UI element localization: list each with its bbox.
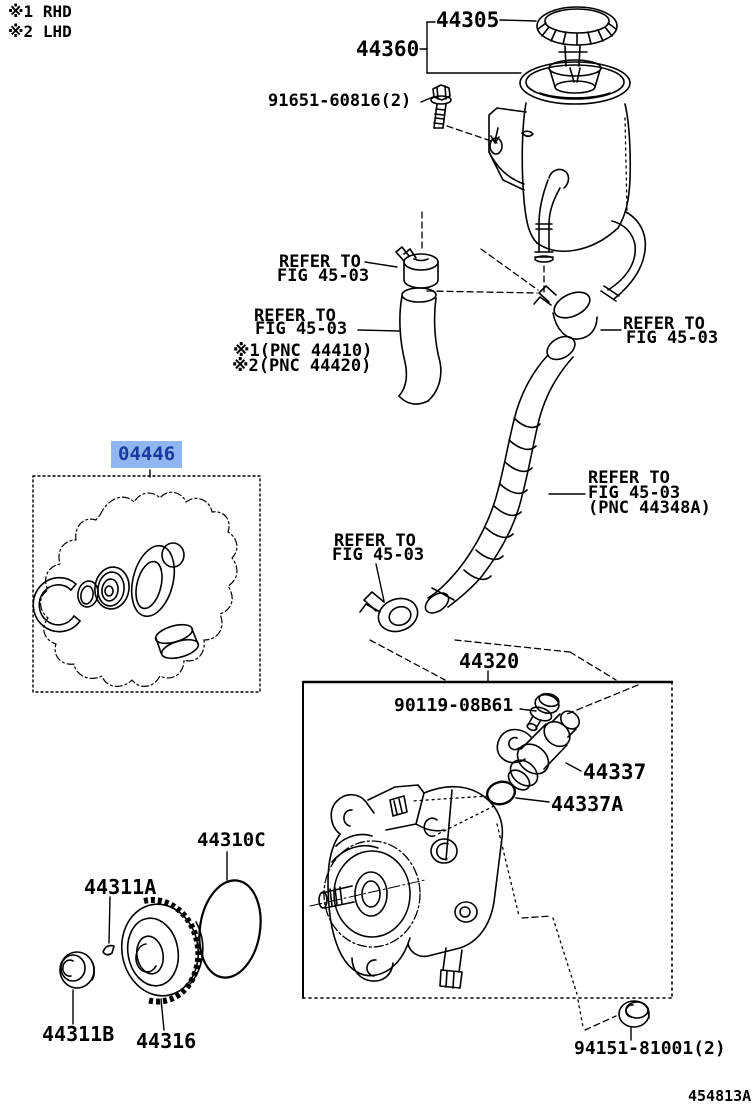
return-hose-drawing[interactable] — [398, 287, 442, 405]
kit-ball-drawing — [161, 542, 185, 568]
reservoir-drawing[interactable] — [488, 59, 647, 302]
refer-suction-hose-line2[interactable]: FIG 45-03 — [588, 483, 681, 503]
suction-hose-drawing[interactable] — [422, 332, 579, 617]
legend-note-lhd: ※2 LHD — [8, 22, 72, 41]
leader-lines — [72, 19, 632, 1041]
refer-suction-hose-line3: (PNC 44348A) — [588, 498, 711, 518]
label-shaft-nut-44311b[interactable]: 44311B — [42, 1022, 115, 1046]
pulley-oring-drawing[interactable] — [193, 876, 268, 982]
label-mount-nut-94151[interactable]: 94151-81001(2) — [574, 1038, 726, 1059]
pump-drawing[interactable] — [309, 784, 504, 989]
refer-clamp-reservoir-line1[interactable]: REFER TO — [623, 314, 705, 334]
reservoir-bolt-drawing[interactable] — [430, 84, 452, 129]
pulley-drawing[interactable] — [115, 897, 206, 1005]
union-drawing[interactable] — [496, 707, 582, 793]
kit-side-plate-drawing — [130, 544, 176, 618]
clamp-upper-drawing[interactable] — [395, 246, 439, 289]
label-pulley-oring-44310c[interactable]: 44310C — [197, 829, 266, 851]
label-cap-44305[interactable]: 44305 — [436, 8, 500, 32]
label-union-44337[interactable]: 44337 — [583, 760, 647, 784]
clamp-lower-drawing[interactable] — [359, 591, 422, 637]
label-union-bolt-90119[interactable]: 90119-08B61 — [394, 695, 514, 716]
shaft-nut-drawing[interactable] — [59, 951, 96, 989]
refer-hose-upper-note2: ※2(PNC 44420) — [232, 356, 372, 376]
refer-clamp-upper-line1[interactable]: REFER TO — [279, 252, 361, 272]
label-pump-assy-44320[interactable]: 44320 — [459, 649, 520, 673]
label-woodruff-key-44311a[interactable]: 44311A — [84, 875, 157, 899]
woodruff-key-drawing[interactable] — [102, 944, 115, 956]
refer-clamp-upper-line2[interactable]: FIG 45-03 — [277, 266, 370, 286]
label-union-oring-44337a[interactable]: 44337A — [551, 792, 624, 816]
refer-clamp-reservoir-line2[interactable]: FIG 45-03 — [626, 328, 719, 348]
union-bolt-drawing[interactable] — [526, 692, 561, 732]
union-oring-drawing[interactable] — [485, 779, 518, 807]
pump-assy-box[interactable] — [301, 680, 674, 999]
kit-small-oring-drawing — [77, 580, 99, 608]
refer-hose-upper-line2[interactable]: FIG 45-03 — [255, 319, 348, 339]
refer-hose-upper-line1[interactable]: REFER TO — [254, 306, 336, 326]
label-pulley-44316[interactable]: 44316 — [136, 1029, 197, 1053]
refer-clamp-lower-line2[interactable]: FIG 45-03 — [332, 545, 425, 565]
assembly-guide-dotted — [411, 117, 628, 1028]
kit-shaft-seal-drawing — [94, 566, 130, 610]
gasket-kit-box[interactable] — [32, 475, 261, 693]
label-reservoir-bolt-91651[interactable]: 91651-60816(2) — [268, 91, 412, 111]
refer-suction-hose-line1[interactable]: REFER TO — [588, 468, 670, 488]
refer-hose-upper-note1: ※1(PNC 44410) — [233, 341, 373, 361]
gasket-kit-housing-silhouette — [39, 491, 238, 687]
kit-snap-ring-drawing — [32, 576, 81, 633]
legend-note-rhd: ※1 RHD — [8, 2, 72, 21]
reservoir-cap-drawing[interactable] — [536, 6, 618, 83]
pump-nut-drawing[interactable] — [618, 1000, 650, 1028]
label-reservoir-44360[interactable]: 44360 — [356, 37, 420, 61]
clamp-reservoir-drawing[interactable] — [533, 285, 598, 340]
label-gasket-kit-04446-highlighted[interactable]: 04446 — [111, 441, 183, 468]
refer-clamp-lower-line1[interactable]: REFER TO — [334, 531, 416, 551]
figure-code: 454813A — [688, 1087, 752, 1105]
kit-washers-drawing — [154, 623, 200, 660]
